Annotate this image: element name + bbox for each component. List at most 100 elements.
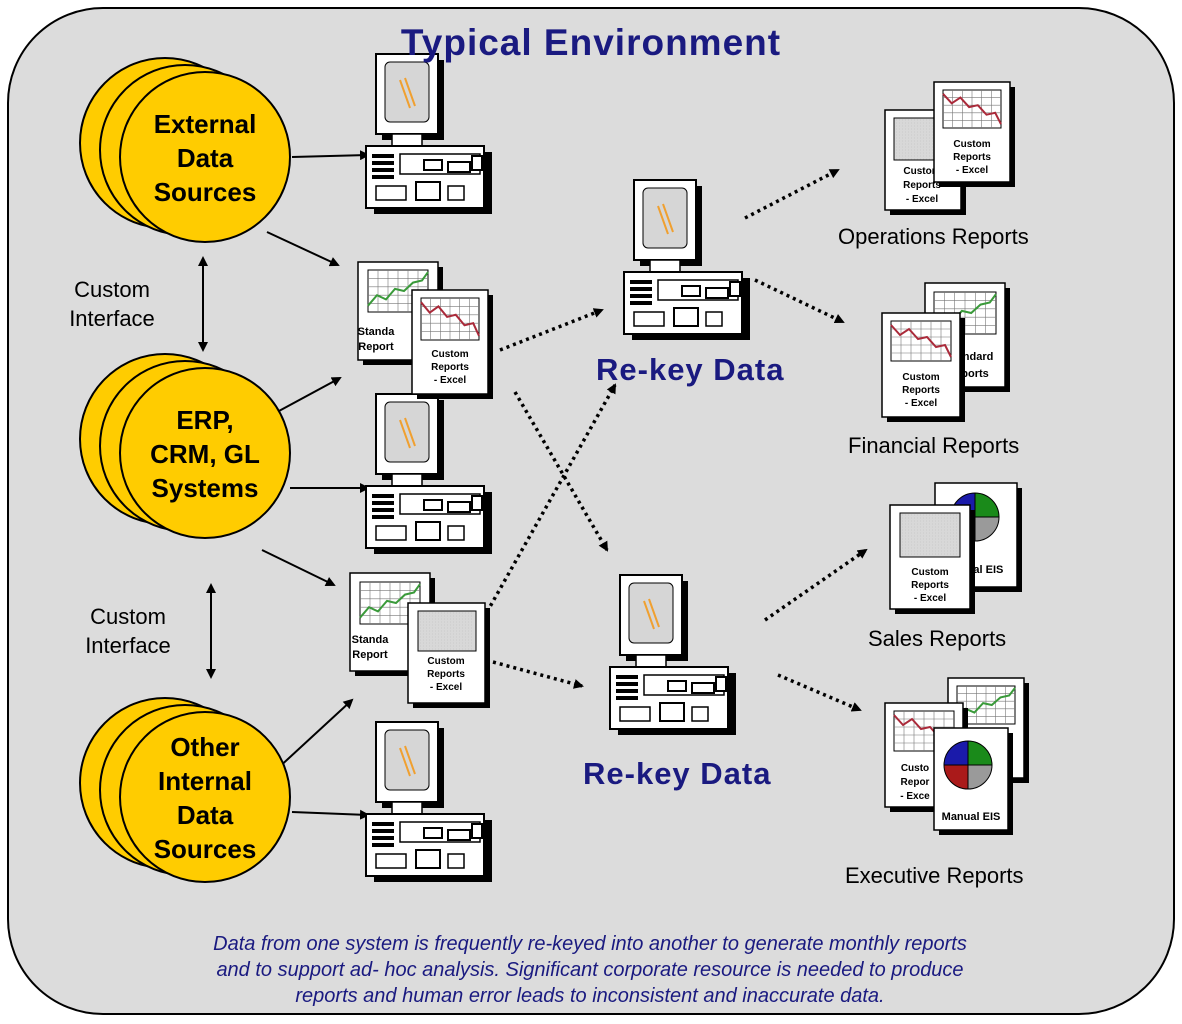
- port: [375, 525, 407, 541]
- chip: [423, 827, 443, 839]
- drive-slot: [630, 280, 652, 284]
- screen-glyph: [643, 598, 660, 630]
- computers: [365, 53, 750, 882]
- chip: [705, 287, 729, 299]
- port: [619, 706, 651, 722]
- data-source-circle: [119, 711, 291, 883]
- drive-slot: [372, 154, 394, 158]
- doc-label: Standa: [358, 326, 396, 338]
- data-source-label: Sources: [154, 177, 257, 207]
- port: [375, 853, 407, 869]
- screen-glyph: [399, 745, 416, 777]
- drive-slot: [616, 675, 638, 679]
- custom-interface-line: Custom: [90, 604, 166, 629]
- chip: [423, 159, 443, 171]
- report-group-label-operations: Operations Reports: [838, 224, 1029, 249]
- doc-label: ports: [961, 368, 989, 380]
- doc-label: - Excel: [430, 682, 462, 693]
- dotted-table: [899, 512, 961, 558]
- chip: [681, 285, 701, 297]
- port: [415, 181, 441, 201]
- dotted-arrow-to-financial: [754, 278, 845, 324]
- doc-label: - Excel: [914, 593, 946, 604]
- monitor-screen: [628, 582, 674, 644]
- chip: [471, 155, 483, 171]
- doc-label: - Excel: [434, 375, 466, 386]
- report-group-label-financial: Financial Reports: [848, 433, 1020, 458]
- doc-label: Custom: [902, 372, 939, 383]
- arrow-other-to-reports: [275, 698, 354, 771]
- drive-slot: [372, 494, 394, 498]
- pie-slice: [943, 740, 969, 766]
- doc-label: - Excel: [956, 165, 988, 176]
- chip: [729, 281, 741, 297]
- data-source-circle: [119, 71, 291, 243]
- drive-slot: [372, 161, 394, 165]
- pie-slice: [943, 764, 969, 790]
- computer-rekey-1: [623, 179, 750, 340]
- drive-slot: [372, 515, 394, 519]
- drive-slot: [372, 843, 394, 847]
- dotted-arrow-reports2-to-rekey-2: [492, 660, 584, 689]
- dotted-arrow-reports-to-rekey: [499, 308, 604, 352]
- custom-interface-line: Custom: [74, 277, 150, 302]
- data-source-circle: [119, 367, 291, 539]
- doc-label: ual EIS: [967, 564, 1004, 576]
- drive-slot: [616, 682, 638, 686]
- rekey-label-bottom: Re-key Data: [583, 756, 772, 791]
- caption: Data from one system is frequently re-ke…: [110, 931, 1070, 1009]
- doc-label: andard: [957, 351, 994, 363]
- arrow-external-to-reports: [266, 231, 340, 267]
- data-source-label: Data: [177, 143, 234, 173]
- port: [691, 706, 709, 722]
- port: [447, 525, 465, 541]
- drive-slot: [630, 287, 652, 291]
- doc-label: Standa: [352, 634, 390, 646]
- chip: [691, 682, 715, 694]
- drive-slot: [372, 501, 394, 505]
- data-source-label: ERP,: [176, 405, 233, 435]
- chart-series-line: [359, 583, 421, 619]
- chart-series-line: [420, 301, 480, 337]
- drive-slot: [630, 294, 652, 298]
- doc-label: Custom: [431, 349, 468, 360]
- caption-line: Data from one system is frequently re-ke…: [213, 933, 967, 955]
- custom-interface-label-2: Custom Interface: [78, 602, 178, 660]
- rekey-label-top: Re-key Data: [596, 352, 785, 387]
- data-source-label: Sources: [154, 834, 257, 864]
- data-source-label: External: [154, 109, 257, 139]
- drive-slot: [372, 829, 394, 833]
- doc-label: Reports: [427, 669, 465, 680]
- report-group-label-sales: Sales Reports: [868, 626, 1007, 651]
- chip: [471, 823, 483, 839]
- chip: [471, 495, 483, 511]
- doc-exec-eis: Manual EIS: [933, 727, 1013, 835]
- monitor-screen: [384, 729, 430, 791]
- computer-3: [365, 721, 492, 882]
- chip: [667, 680, 687, 692]
- pie-slice: [967, 764, 993, 790]
- background-panel: [7, 7, 1175, 1015]
- doc-label: Custom: [903, 166, 940, 177]
- dotted-arrow-reports-to-rekey-2: [513, 391, 609, 552]
- doc-label: Custom: [911, 567, 948, 578]
- chip: [423, 499, 443, 511]
- doc-label: - Excel: [906, 194, 938, 205]
- monitor-neck: [391, 801, 423, 815]
- port: [415, 849, 441, 869]
- port: [673, 307, 699, 327]
- caption-line: and to support ad- hoc analysis. Signifi…: [216, 959, 964, 981]
- pie-slice: [974, 516, 1000, 542]
- drive-slot: [372, 168, 394, 172]
- arrow-external-to-computer: [291, 150, 370, 161]
- computer-1: [365, 53, 492, 214]
- drive-slot: [630, 301, 652, 305]
